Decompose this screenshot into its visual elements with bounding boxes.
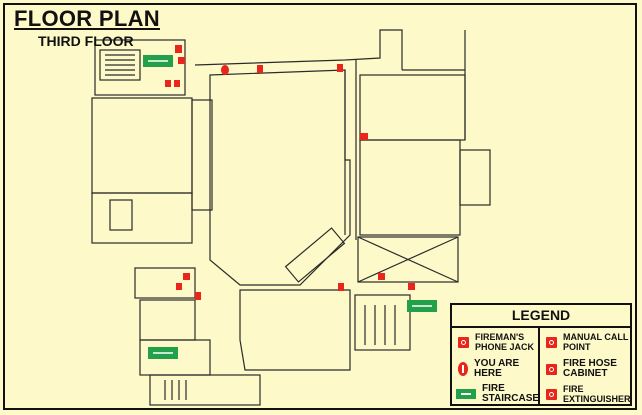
manual-call-point-icon bbox=[546, 336, 557, 348]
manual-call-point-icon bbox=[178, 57, 185, 64]
south-hall bbox=[239, 289, 351, 371]
legend-label: FIREMAN'S PHONE JACK bbox=[475, 332, 535, 352]
phone-jack-icon bbox=[174, 80, 180, 87]
legend-box: LEGEND FIREMAN'S PHONE JACK YOU ARE HERE… bbox=[450, 303, 632, 406]
you-are-here-icon bbox=[221, 65, 229, 75]
fire-extinguisher-icon bbox=[546, 388, 557, 400]
legend-label: FIRE HOSE CABINET bbox=[563, 358, 617, 379]
legend-grid: FIREMAN'S PHONE JACK YOU ARE HERE FIRE S… bbox=[452, 328, 631, 406]
manual-call-point-icon bbox=[378, 273, 385, 280]
legend-item-manual-call-point: MANUAL CALL POINT bbox=[546, 332, 630, 352]
room-east-upper bbox=[359, 74, 466, 141]
legend-item-fire-hose-cabinet: FIRE HOSE CABINET bbox=[546, 359, 630, 379]
legend-label: MANUAL CALL POINT bbox=[563, 332, 629, 352]
stair-room-nw bbox=[94, 39, 186, 96]
legend-divider bbox=[538, 328, 540, 406]
fire-hose-cabinet-icon bbox=[408, 283, 415, 290]
legend-item-fire-extinguisher: FIRE EXTINGUISHER bbox=[546, 384, 631, 404]
page-subtitle: THIRD FLOOR bbox=[38, 33, 134, 49]
room-west-upper bbox=[91, 97, 193, 194]
stair-room-south bbox=[149, 374, 261, 406]
room-west-lower bbox=[91, 192, 193, 244]
fire-hose-cabinet-icon bbox=[175, 45, 182, 53]
legend-label: FIRE EXTINGUISHER bbox=[563, 384, 631, 404]
fire-extinguisher-icon bbox=[165, 80, 171, 87]
fire-extinguisher-icon bbox=[195, 292, 201, 300]
fire-staircase-sign-nw bbox=[143, 55, 173, 67]
fire-extinguisher-icon bbox=[338, 283, 344, 291]
legend-item-fire-staircase: FIRE STAIRCASE bbox=[456, 383, 540, 404]
fire-extinguisher-icon bbox=[257, 65, 263, 73]
main-hall bbox=[209, 69, 351, 286]
room-southeast bbox=[357, 236, 459, 283]
fire-hose-cabinet-icon bbox=[546, 363, 557, 375]
toilets bbox=[354, 294, 411, 351]
stair-nw bbox=[99, 49, 141, 81]
phone-jack-icon bbox=[458, 336, 469, 348]
fire-staircase-sign-se bbox=[407, 300, 437, 312]
legend-item-you-are-here: YOU ARE HERE bbox=[458, 359, 536, 379]
legend-item-phone-jack: FIREMAN'S PHONE JACK bbox=[458, 332, 536, 352]
manual-call-point-icon bbox=[360, 133, 368, 140]
phone-jack-icon bbox=[176, 283, 182, 290]
legend-title: LEGEND bbox=[452, 305, 630, 328]
fire-hose-cabinet-icon bbox=[183, 273, 190, 280]
fire-staircase-icon bbox=[456, 389, 476, 399]
room-east-center bbox=[359, 139, 461, 236]
legend-label: YOU ARE HERE bbox=[474, 358, 520, 379]
fire-extinguisher-icon bbox=[337, 64, 343, 72]
fire-staircase-sign-sw bbox=[148, 347, 178, 359]
you-are-here-icon bbox=[458, 362, 468, 376]
page-title: FLOOR PLAN bbox=[14, 6, 160, 31]
legend-label: FIRE STAIRCASE bbox=[482, 383, 540, 404]
